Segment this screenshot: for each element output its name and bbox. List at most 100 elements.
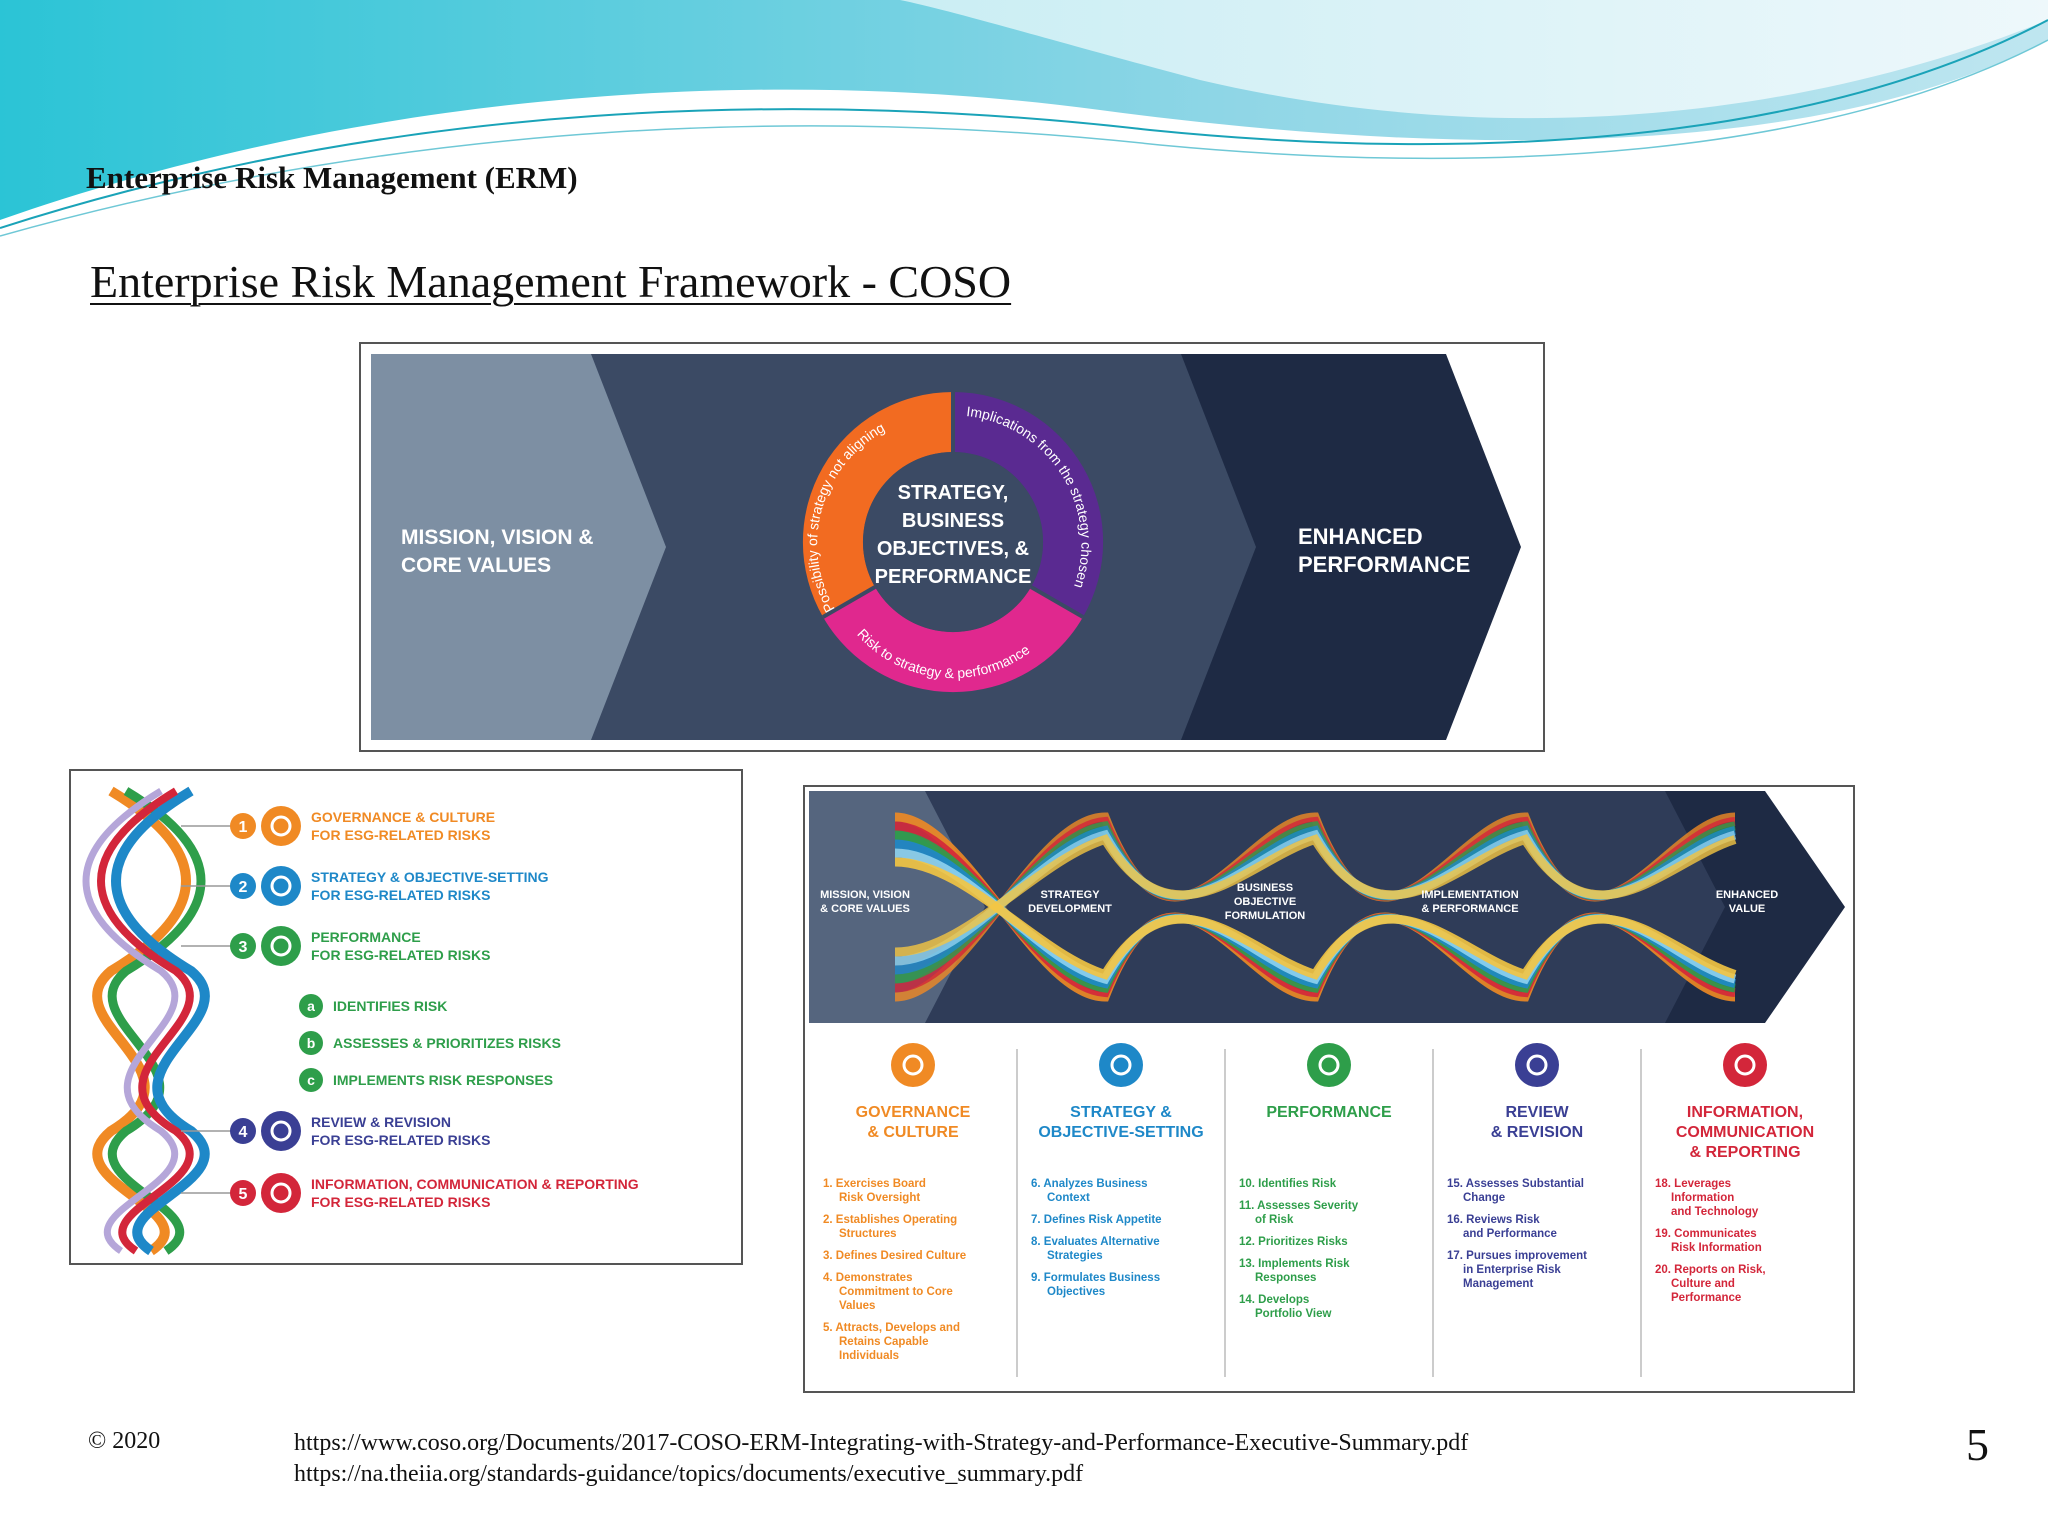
- step-number-4: [230, 1118, 256, 1144]
- principle-text: 8. Evaluates Alternative: [1031, 1236, 1160, 1248]
- principle-text: 17. Pursues improvement: [1447, 1250, 1587, 1262]
- step-title: GOVERNANCE & CULTURE: [311, 809, 495, 825]
- principle-text: Responses: [1255, 1272, 1316, 1284]
- step-number-text: 2: [239, 879, 248, 896]
- magnifier-icon: [1307, 1043, 1351, 1087]
- footer-copyright: © 2020: [88, 1428, 161, 1454]
- people-icon: [261, 806, 301, 846]
- component-title: OBJECTIVE-SETTING: [1038, 1124, 1203, 1141]
- enhanced-label-2: PERFORMANCE: [1298, 552, 1470, 577]
- step-number-text: 1: [239, 819, 248, 836]
- substep-text: IDENTIFIES RISK: [333, 998, 447, 1014]
- step-number-1: [230, 813, 256, 839]
- principle-text: 4. Demonstrates: [823, 1272, 912, 1284]
- step-title: PERFORMANCE: [311, 929, 421, 945]
- principle-text: 7. Defines Risk Appetite: [1031, 1214, 1162, 1226]
- banner-label: STRATEGY: [1040, 889, 1100, 901]
- section-title: Enterprise Risk Management (ERM): [86, 160, 578, 195]
- magnifier-icon: [261, 926, 301, 966]
- principle-text: Retains Capable: [839, 1336, 928, 1348]
- component-title: INFORMATION,: [1687, 1104, 1803, 1121]
- principle-text: Structures: [839, 1228, 897, 1240]
- gears-icon: [1099, 1043, 1143, 1087]
- arrow-grey: [371, 354, 666, 740]
- banner-label: FORMULATION: [1225, 910, 1306, 922]
- footer-link-coso[interactable]: https://www.coso.org/Documents/2017-COSO…: [294, 1430, 1469, 1456]
- ribbon-helix-graphic: [894, 812, 1737, 1002]
- substep-badge: [299, 1031, 323, 1055]
- component-title: & CULTURE: [867, 1124, 959, 1141]
- banner-label: VALUE: [1729, 903, 1765, 915]
- mission-label-1: MISSION, VISION &: [401, 526, 594, 549]
- esg-dna-figure: 1 GOVERNANCE & CULTURE FOR ESG-RELATED RIS…: [69, 769, 743, 1265]
- principle-text: 20. Reports on Risk,: [1655, 1264, 1766, 1276]
- step-subtitle: FOR ESG-RELATED RISKS: [311, 1132, 490, 1148]
- principle-text: 12. Prioritizes Risks: [1239, 1236, 1348, 1248]
- center-label-3: OBJECTIVES, &: [877, 538, 1029, 560]
- principle-text: Values: [839, 1300, 875, 1312]
- principle-text: 14. Develops: [1239, 1294, 1309, 1306]
- banner-label: & PERFORMANCE: [1421, 903, 1518, 915]
- substep-letter: c: [307, 1072, 315, 1088]
- page-number: 5: [1966, 1419, 1989, 1470]
- center-label-2: BUSINESS: [902, 510, 1004, 532]
- principle-text: in Enterprise Risk: [1463, 1264, 1561, 1276]
- header-wave-decoration: [0, 0, 2048, 240]
- banner-labels: MISSION, VISION& CORE VALUESSTRATEGYDEVE…: [820, 882, 1778, 922]
- mission-label-2: CORE VALUES: [401, 554, 551, 577]
- principle-text: 3. Defines Desired Culture: [823, 1250, 966, 1262]
- substep-letter: b: [307, 1035, 316, 1051]
- center-label-1: STRATEGY,: [898, 482, 1009, 504]
- esg-item-list: 1 GOVERNANCE & CULTURE FOR ESG-RELATED RIS…: [181, 806, 639, 1213]
- substep-letter: a: [307, 998, 315, 1014]
- principle-text: 13. Implements Risk: [1239, 1258, 1350, 1270]
- principle-text: Strategies: [1047, 1250, 1103, 1262]
- principle-text: 5. Attracts, Develops and: [823, 1322, 960, 1334]
- banner-label: MISSION, VISION: [820, 889, 910, 901]
- banner-label: OBJECTIVE: [1234, 896, 1296, 908]
- banner-label: ENHANCED: [1716, 889, 1778, 901]
- step-number-text: 5: [239, 1186, 248, 1203]
- principle-text: Context: [1047, 1192, 1090, 1204]
- ring-segment-purple: [953, 391, 1104, 617]
- step-subtitle: FOR ESG-RELATED RISKS: [311, 947, 490, 963]
- step-title: REVIEW & REVISION: [311, 1114, 451, 1130]
- step-number-text: 4: [239, 1124, 248, 1141]
- principle-text: Commitment to Core: [839, 1286, 953, 1298]
- principle-text: Risk Oversight: [839, 1192, 920, 1204]
- ring-segment-pink: [823, 587, 1083, 693]
- principle-text: 15. Assesses Substantial: [1447, 1178, 1584, 1190]
- footer-link-iia[interactable]: https://na.theiia.org/standards-guidance…: [294, 1461, 1084, 1487]
- footer-links: https://www.coso.org/Documents/2017-COSO…: [294, 1428, 1468, 1490]
- banner-label: DEVELOPMENT: [1028, 903, 1112, 915]
- step-subtitle: FOR ESG-RELATED RISKS: [311, 1194, 490, 1210]
- principle-text: and Performance: [1463, 1228, 1557, 1240]
- principle-text: Individuals: [839, 1350, 899, 1362]
- coso-strategy-figure: MISSION, VISION & CORE VALUES ENHANCED P…: [359, 342, 1545, 752]
- principle-text: 18. Leverages: [1655, 1178, 1731, 1190]
- principle-text: 16. Reviews Risk: [1447, 1214, 1540, 1226]
- banner-label: BUSINESS: [1237, 882, 1293, 894]
- principle-text: 2. Establishes Operating: [823, 1214, 957, 1226]
- principle-text: and Technology: [1671, 1206, 1759, 1218]
- substep-text: IMPLEMENTS RISK RESPONSES: [333, 1072, 553, 1088]
- principle-text: Objectives: [1047, 1286, 1105, 1298]
- principle-text: 10. Identifies Risk: [1239, 1178, 1337, 1190]
- principle-text: Information: [1671, 1192, 1734, 1204]
- principle-text: of Risk: [1255, 1214, 1294, 1226]
- banner-label: IMPLEMENTATION: [1421, 889, 1518, 901]
- principle-text: 6. Analyzes Business: [1031, 1178, 1148, 1190]
- step-title: STRATEGY & OBJECTIVE-SETTING: [311, 869, 549, 885]
- principle-text: Portfolio View: [1255, 1308, 1332, 1320]
- substep-badge: [299, 1068, 323, 1092]
- ring-segment-orange: [802, 391, 953, 617]
- center-label-4: PERFORMANCE: [875, 566, 1032, 588]
- principle-text: Risk Information: [1671, 1242, 1762, 1254]
- principle-text: 9. Formulates Business: [1031, 1272, 1160, 1284]
- document-icon: [261, 1111, 301, 1151]
- dna-helix-graphic: [82, 786, 210, 1256]
- step-title: INFORMATION, COMMUNICATION & REPORTING: [311, 1176, 639, 1192]
- component-title: & REPORTING: [1689, 1144, 1800, 1161]
